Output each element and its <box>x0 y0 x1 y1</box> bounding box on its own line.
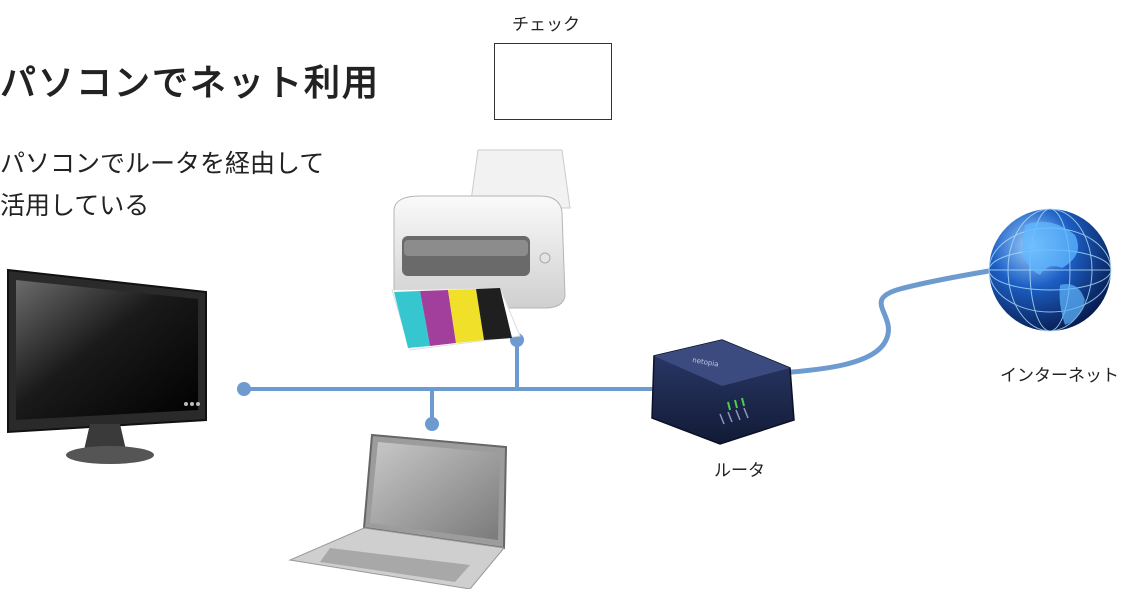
description-line-2: 活用している <box>0 191 150 220</box>
page-title: パソコンでネット利用 <box>0 63 381 104</box>
monitor-icon <box>7 268 207 464</box>
globe-icon <box>988 208 1112 332</box>
internet-label: インターネット <box>1000 366 1119 386</box>
router-label: ルータ <box>714 461 765 481</box>
monitor-node-dot <box>237 382 251 396</box>
network-lines <box>242 267 998 426</box>
description-line-1: パソコンでルータを経由して <box>0 149 325 178</box>
laptop-node-dot <box>425 417 439 431</box>
connection-dots <box>237 333 524 431</box>
router-icon: netopia <box>651 339 795 445</box>
internet-cable <box>777 267 998 376</box>
check-box[interactable] <box>494 43 612 120</box>
check-label: チェック <box>512 15 580 35</box>
laptop-icon <box>288 433 508 589</box>
printer-icon <box>391 149 571 351</box>
